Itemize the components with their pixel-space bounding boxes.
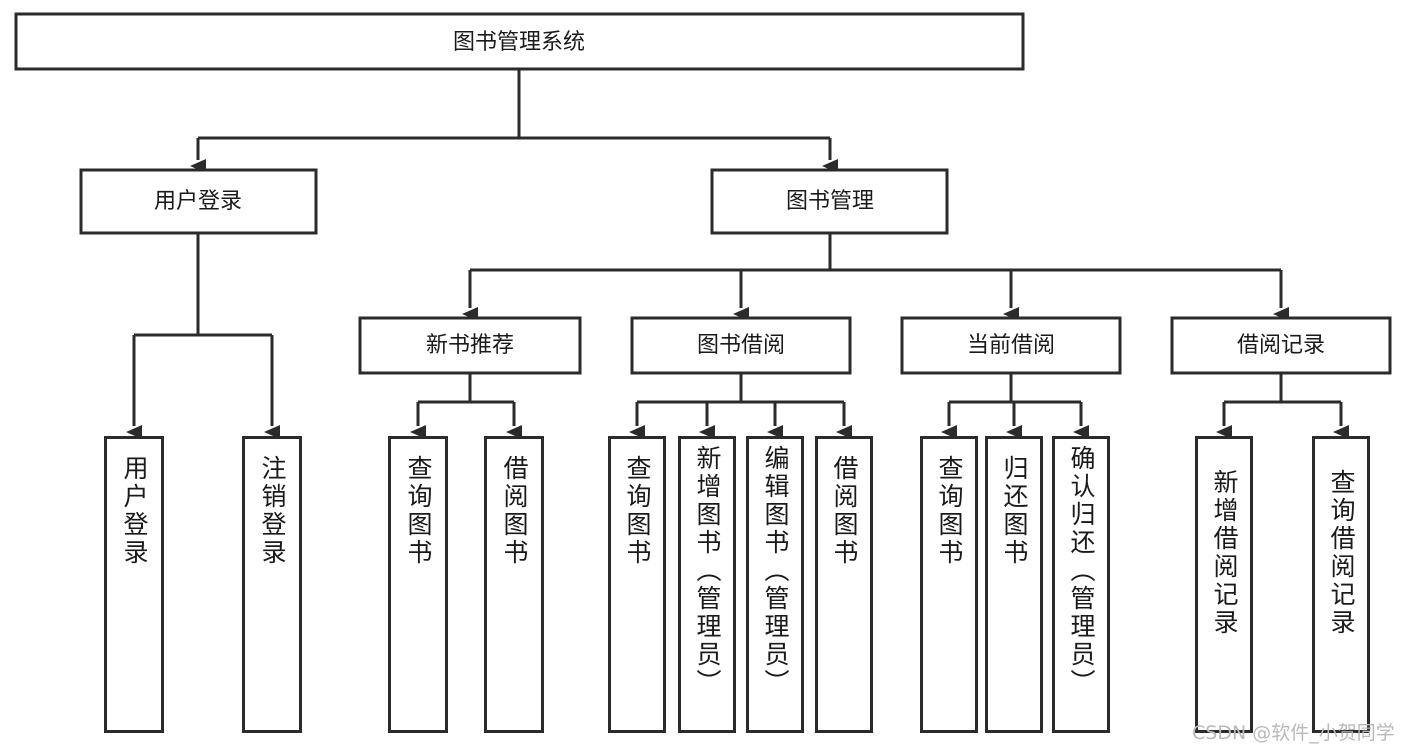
node-book-borrow-label: 图书借阅 <box>697 333 785 358</box>
node-user-login-label: 用户登录 <box>154 189 242 214</box>
leaf-node[interactable]: 编辑图书（管理员） <box>746 436 804 733</box>
node-book-management-label: 图书管理 <box>786 189 874 214</box>
leaf-node[interactable]: 借阅图书 <box>815 436 873 733</box>
node-root[interactable]: 图书管理系统 <box>14 12 1025 71</box>
leaf-node[interactable]: 确认归还（管理员） <box>1052 436 1110 733</box>
leaf-node[interactable]: 归还图书 <box>985 436 1043 733</box>
connector-bookmgmt-to-level3 <box>462 233 1289 321</box>
leaf-node-label: 新增图书（管理员） <box>693 445 722 697</box>
leaf-node[interactable]: 查询图书 <box>388 436 448 733</box>
connector-root-to-level2 <box>190 69 838 173</box>
leaf-node[interactable]: 查询图书 <box>920 436 978 733</box>
leaf-node-label: 查询图书 <box>935 455 964 567</box>
connector-currentborrow-to-leaves <box>941 373 1089 439</box>
leaf-node-label: 用户登录 <box>120 455 149 567</box>
leaf-node[interactable]: 查询图书 <box>608 436 666 733</box>
connector-newbook-to-leaves <box>410 373 522 439</box>
leaf-node-label: 查询借阅记录 <box>1327 469 1356 637</box>
node-borrow-record[interactable]: 借阅记录 <box>1170 316 1392 375</box>
leaf-node-label: 编辑图书（管理员） <box>761 445 790 697</box>
connector-borrowrecord-to-leaves <box>1216 373 1349 439</box>
connector-bookborrow-to-leaves <box>629 373 852 439</box>
leaf-node[interactable]: 借阅图书 <box>484 436 544 733</box>
leaf-node-label: 借阅图书 <box>500 455 529 567</box>
node-new-book-recommend[interactable]: 新书推荐 <box>358 316 582 375</box>
leaf-node[interactable]: 用户登录 <box>104 436 164 733</box>
node-current-borrow-label: 当前借阅 <box>967 333 1055 358</box>
csdn-watermark: CSDN @软件_小贺同学 <box>1192 722 1395 744</box>
leaf-node-label: 确认归还（管理员） <box>1067 445 1096 697</box>
leaf-node-label: 新增借阅记录 <box>1210 469 1239 637</box>
node-user-login[interactable]: 用户登录 <box>79 168 318 235</box>
leaf-node-label: 借阅图书 <box>830 455 859 567</box>
connector-userlogin-to-leaves <box>126 233 280 439</box>
leaf-node[interactable]: 新增借阅记录 <box>1195 436 1253 733</box>
node-root-label: 图书管理系统 <box>453 30 585 55</box>
node-current-borrow[interactable]: 当前借阅 <box>900 316 1122 375</box>
leaf-node-label: 注销登录 <box>258 455 287 567</box>
leaf-node[interactable]: 注销登录 <box>242 436 302 733</box>
node-borrow-record-label: 借阅记录 <box>1237 333 1325 358</box>
leaf-node-label: 归还图书 <box>1000 455 1029 567</box>
leaf-node-label: 查询图书 <box>623 455 652 567</box>
leaf-node-label: 查询图书 <box>404 455 433 567</box>
node-book-management[interactable]: 图书管理 <box>710 168 949 235</box>
node-new-book-recommend-label: 新书推荐 <box>426 333 514 358</box>
leaf-node[interactable]: 查询借阅记录 <box>1312 436 1370 733</box>
node-book-borrow[interactable]: 图书借阅 <box>630 316 852 375</box>
leaf-node[interactable]: 新增图书（管理员） <box>678 436 736 733</box>
